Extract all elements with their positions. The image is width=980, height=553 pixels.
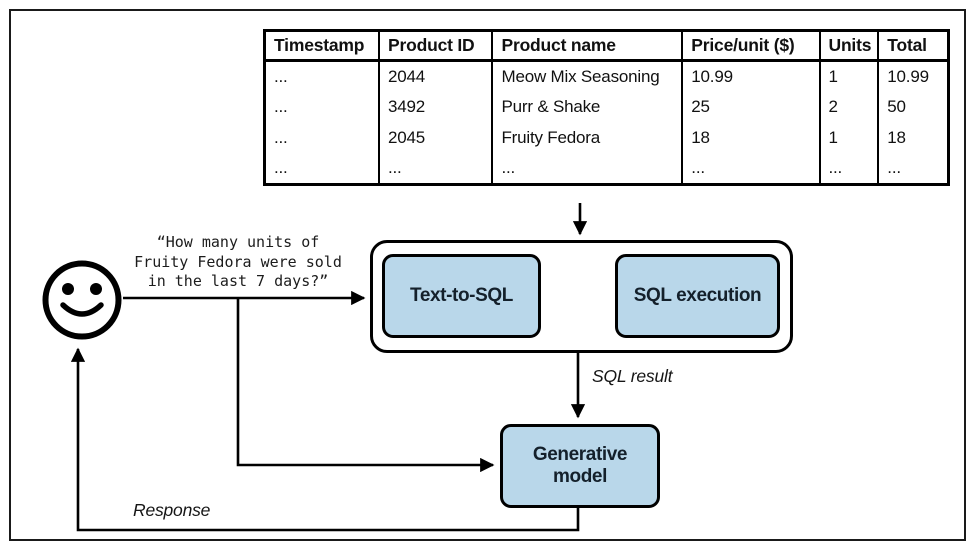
smiley-face-icon [42, 260, 122, 340]
table-cell: Purr & Shake [491, 91, 683, 123]
table-cell: 25 [681, 91, 820, 123]
table-cell: 1 [818, 60, 879, 92]
table-header-cell: Units [818, 30, 879, 62]
table-cell: 2045 [378, 122, 493, 154]
arrow-question-branch-to-generative-model [236, 298, 495, 473]
response-label: Response [133, 500, 211, 520]
table-cell: 10.99 [877, 60, 949, 92]
table-cell: ... [877, 153, 949, 185]
table-cell: 1 [818, 122, 879, 154]
table-cell: 3492 [378, 91, 493, 123]
table-cell: 50 [877, 91, 949, 123]
table-cell: ... [681, 153, 820, 185]
table-cell: ... [378, 153, 493, 185]
table-cell: 18 [877, 122, 949, 154]
table-cell: Fruity Fedora [491, 122, 683, 154]
text-to-sql-node: Text-to-SQL [382, 254, 541, 338]
table-cell: ... [274, 97, 288, 116]
table-header-cell: Price/unit ($) [681, 30, 820, 62]
user-icon [41, 259, 123, 341]
sql-execution-node: SQL execution [615, 254, 780, 338]
table-cell: 2044 [378, 60, 493, 92]
table-cell: ... [274, 158, 288, 178]
table-cell: ... [491, 153, 683, 185]
user-query-text: “How many units of Fruity Fedora were so… [134, 233, 342, 290]
table-header-cell: Product ID [378, 30, 493, 62]
table-cell: ... [274, 128, 288, 147]
table-cell: 2 [818, 91, 879, 123]
table-cell: 18 [681, 122, 820, 154]
table-header-cell: Product name [491, 30, 683, 62]
table-header-cell: Timestamp [264, 30, 380, 62]
table-header-cell: Total [877, 30, 949, 62]
table-cell: ... [274, 66, 288, 86]
table-cell: 10.99 [681, 60, 820, 92]
generative-model-node: Generative model [500, 424, 660, 508]
table-cell: Meow Mix Seasoning [491, 60, 683, 92]
arrow-response-loop [70, 347, 580, 532]
table-cell: ... [818, 153, 879, 185]
sql-result-label: SQL result [592, 366, 673, 386]
table-row: .................. [265, 153, 949, 185]
